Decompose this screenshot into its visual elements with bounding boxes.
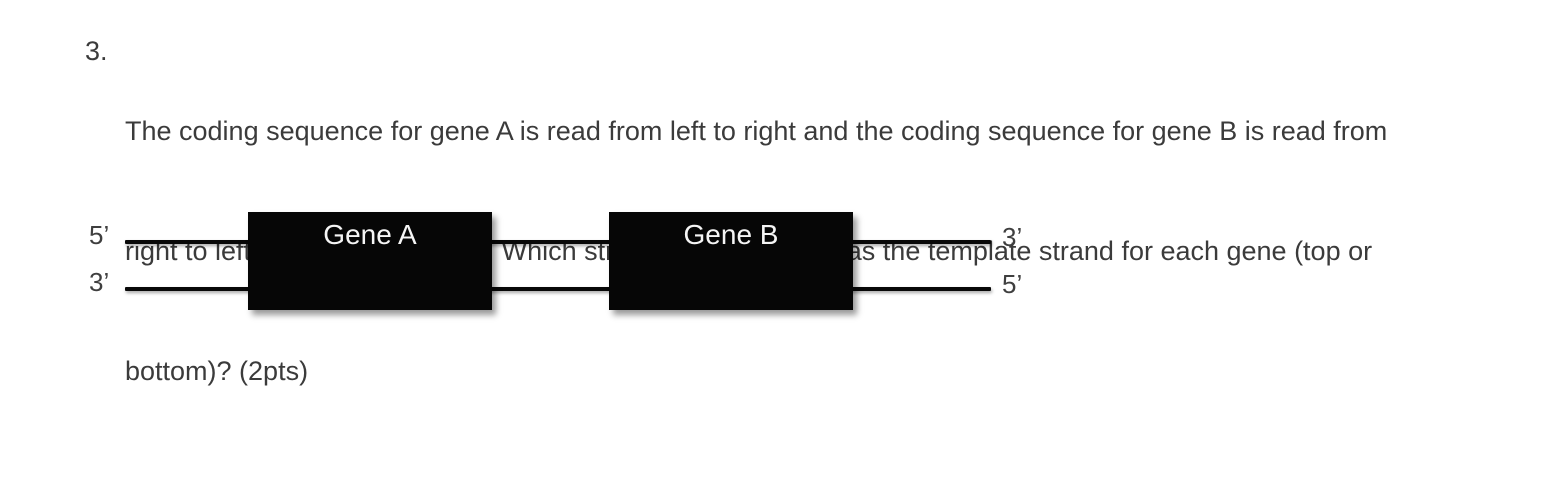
gene-b-box: Gene B [609,212,853,310]
top-strand-right-end-label: 3’ [1002,222,1023,252]
gene-a-label: Gene A [323,219,417,250]
gene-b-label: Gene B [683,219,779,250]
question-line-3: bottom)? (2pts) [125,356,309,386]
top-strand-left-end-label: 5’ [89,220,110,250]
gene-a-box: Gene A [248,212,492,310]
bottom-strand-right-end-label: 5’ [1002,269,1023,299]
bottom-strand-line [125,287,991,291]
question-number: 3. [85,36,108,66]
top-strand-line [125,240,991,244]
bottom-strand-left-end-label: 3’ [89,267,110,297]
question-line-1: The coding sequence for gene A is read f… [125,116,1388,146]
